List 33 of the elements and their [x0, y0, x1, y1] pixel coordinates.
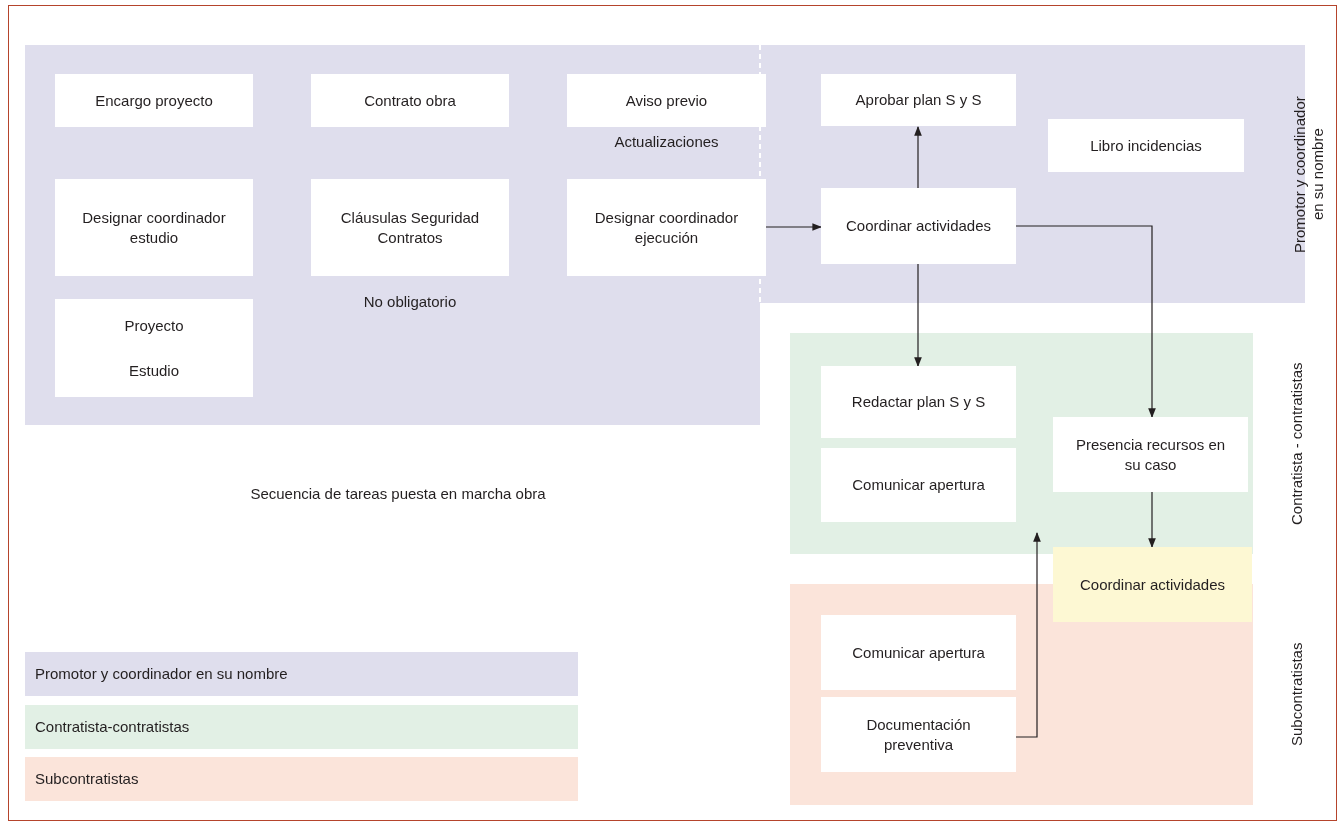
process-box: Aviso previo: [567, 74, 766, 127]
process-box: Encargo proyecto: [55, 74, 253, 127]
caption-text: Secuencia de tareas puesta en marcha obra: [250, 485, 546, 502]
process-box: Coordinar actividades: [821, 188, 1016, 264]
box-text: Proyecto: [124, 315, 184, 336]
process-box: Comunicar apertura: [821, 448, 1016, 522]
lane-title: Contratista - contratistas: [1288, 361, 1306, 527]
box-text: Estudio: [128, 360, 179, 381]
arrow: [1015, 532, 1041, 738]
process-box: Aprobar plan S y S: [821, 74, 1016, 126]
process-box: Redactar plan S y S: [821, 366, 1016, 438]
process-box: Comunicar apertura: [821, 615, 1016, 690]
process-box: Designar coordinador estudio: [55, 179, 253, 276]
arrow: [1148, 491, 1156, 548]
arrow: [1015, 225, 1156, 418]
process-box: Libro incidencias: [1048, 119, 1244, 172]
arrow: [765, 223, 822, 231]
process-box: Presencia recursos en su caso: [1053, 417, 1248, 492]
legend-label: Contratista-contratistas: [35, 717, 190, 735]
note-text: Actualizaciones: [614, 133, 719, 150]
process-box: Coordinar actividades: [1053, 547, 1252, 622]
arrow: [914, 263, 922, 367]
process-box: [55, 299, 253, 397]
process-box: Cláusulas Seguridad Contratos: [311, 179, 509, 276]
legend-label: Subcontratistas: [35, 770, 139, 787]
process-box: Documentación preventiva: [821, 697, 1016, 772]
legend-label: Promotor y coordinador en su nombre: [35, 665, 288, 682]
note-text: No obligatorio: [363, 293, 457, 310]
lane-title: Promotor y coordinador en su nombre: [1291, 94, 1327, 255]
lane-title: Subcontratistas: [1288, 641, 1306, 749]
process-box: Contrato obra: [311, 74, 509, 127]
arrow: [914, 126, 922, 189]
process-box: Designar coordinador ejecución: [567, 179, 766, 276]
